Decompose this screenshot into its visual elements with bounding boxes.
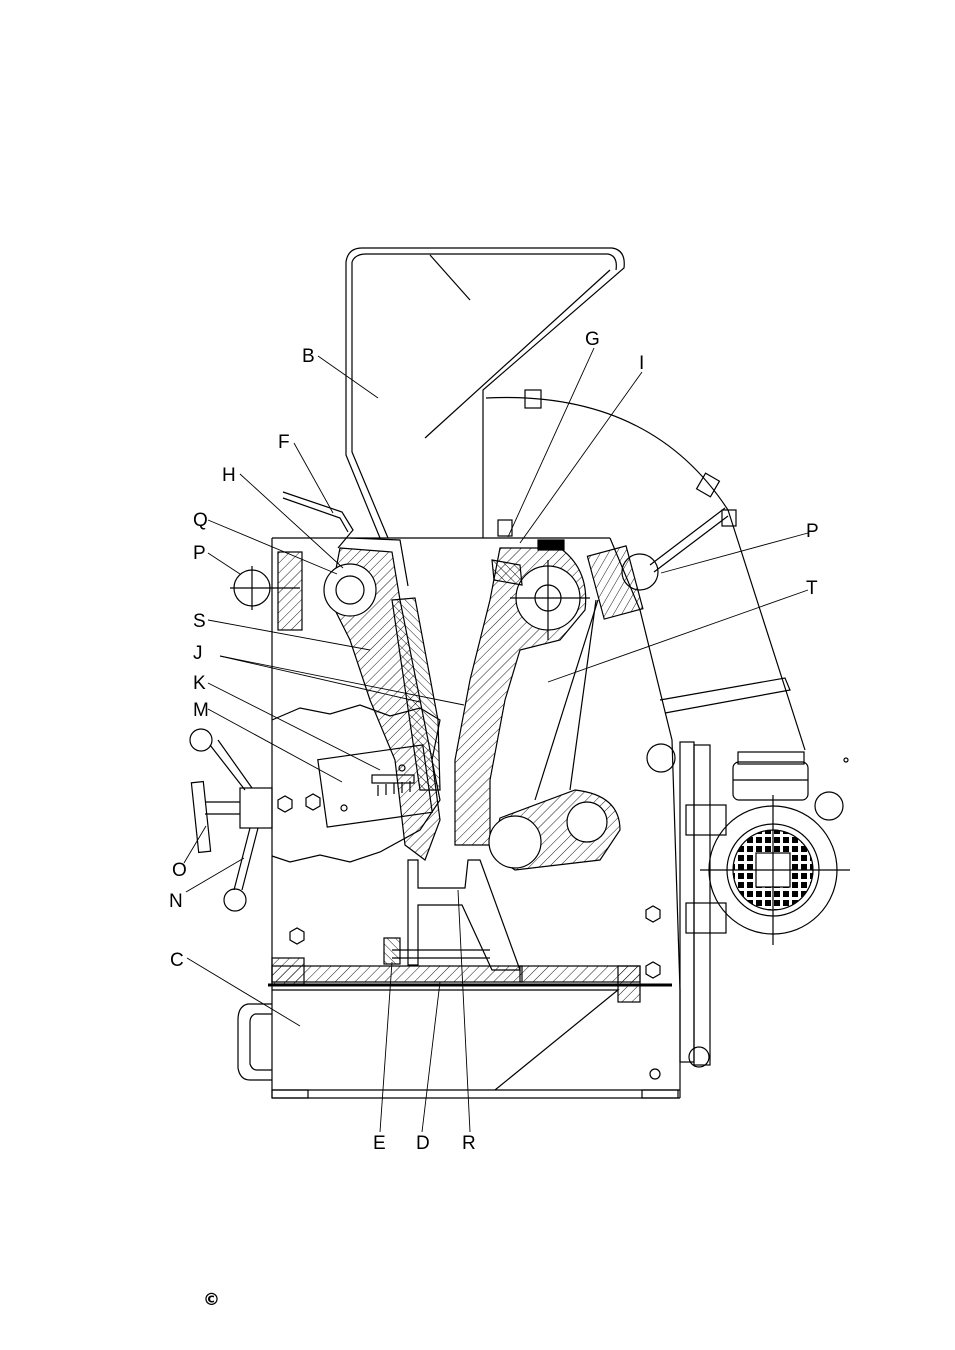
label-t: T (806, 578, 818, 599)
label-p-left: P (193, 543, 206, 564)
label-p-right: P (806, 521, 819, 542)
top-clamp (538, 540, 564, 550)
label-i: I (639, 353, 644, 374)
label-n: N (169, 891, 183, 912)
hex-nut-c (290, 928, 304, 944)
plate-screw-2 (341, 805, 347, 811)
adjuster-left (278, 552, 302, 630)
hopper (346, 248, 624, 538)
belt-cover (660, 678, 790, 713)
collection-tray (272, 990, 618, 1090)
eccentric-big (489, 816, 541, 868)
tray-handle-inner (250, 1014, 272, 1070)
pivot-motor-top (647, 744, 675, 772)
hex-nut-a (278, 796, 292, 812)
label-r: R (462, 1133, 476, 1154)
label-s: S (193, 611, 206, 632)
label-h: H (222, 465, 236, 486)
hex-nut-b (306, 794, 320, 810)
hex-nut-e (646, 962, 660, 978)
motor-bracket-2 (686, 903, 726, 933)
label-f: F (278, 432, 290, 453)
chute-f (283, 492, 353, 548)
label-m: M (193, 700, 209, 721)
pivot-motor-bottom (689, 1047, 709, 1067)
discharge-chute (408, 860, 520, 970)
label-g: G (585, 329, 600, 350)
bolt-e (384, 938, 400, 964)
hex-nut-d (646, 906, 660, 922)
label-b: B (302, 346, 315, 367)
base-plate-left (272, 966, 522, 982)
eccentric-small (567, 802, 607, 842)
label-e: E (373, 1133, 386, 1154)
motor-plate (680, 742, 694, 1062)
tray-handle (238, 1004, 272, 1080)
small-screw (650, 1069, 660, 1079)
adjust-handle (190, 729, 272, 911)
label-j: J (193, 643, 203, 664)
label-q: Q (193, 510, 208, 531)
label-k: K (193, 673, 206, 694)
copyright-mark: © (203, 1290, 220, 1310)
label-o: O (172, 860, 187, 881)
base-plate-block (272, 958, 304, 984)
label-d: D (416, 1133, 430, 1154)
motor-bracket-1 (686, 805, 726, 835)
label-c: C (170, 950, 184, 971)
motor-plate-inner (694, 745, 710, 1065)
motor (700, 752, 850, 945)
